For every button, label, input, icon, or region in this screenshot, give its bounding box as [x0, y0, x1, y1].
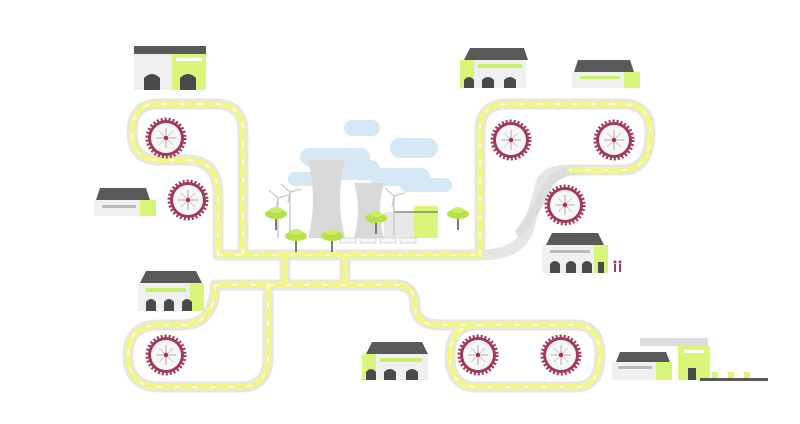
gear-icon: [145, 117, 187, 159]
buildings: [94, 46, 768, 381]
cooling-tower-icon: [354, 183, 384, 238]
tree-icon: [447, 207, 469, 230]
factory-building-icon: [94, 188, 156, 216]
conveyor-tracks: [122, 98, 656, 393]
cooling-tower-icon: [308, 160, 345, 238]
tree-icon: [265, 207, 287, 230]
cloud-icon: [344, 120, 380, 136]
wind-turbine-icon: [280, 183, 302, 233]
cloud-icon: [400, 178, 452, 192]
gear-icon: [167, 179, 209, 221]
factory-building-icon: [542, 233, 622, 273]
tree-icon: [285, 229, 307, 252]
gear-icon: [593, 119, 635, 161]
factory-building-icon: [612, 338, 768, 381]
power-plant: [265, 160, 469, 252]
gear-icon: [540, 334, 582, 376]
person-icon: [613, 260, 622, 272]
gear-icon: [457, 334, 499, 376]
cloud-icon: [390, 138, 438, 158]
gear-icon: [145, 334, 187, 376]
factory-building-icon: [138, 271, 204, 311]
gear-icon: [544, 184, 586, 226]
solar-panels: [339, 237, 417, 244]
factory-building-icon: [134, 46, 206, 90]
factory-building-icon: [572, 60, 640, 88]
factory-building-icon: [362, 342, 428, 380]
factory-building-icon: [460, 48, 528, 88]
gear-icon: [490, 119, 532, 161]
